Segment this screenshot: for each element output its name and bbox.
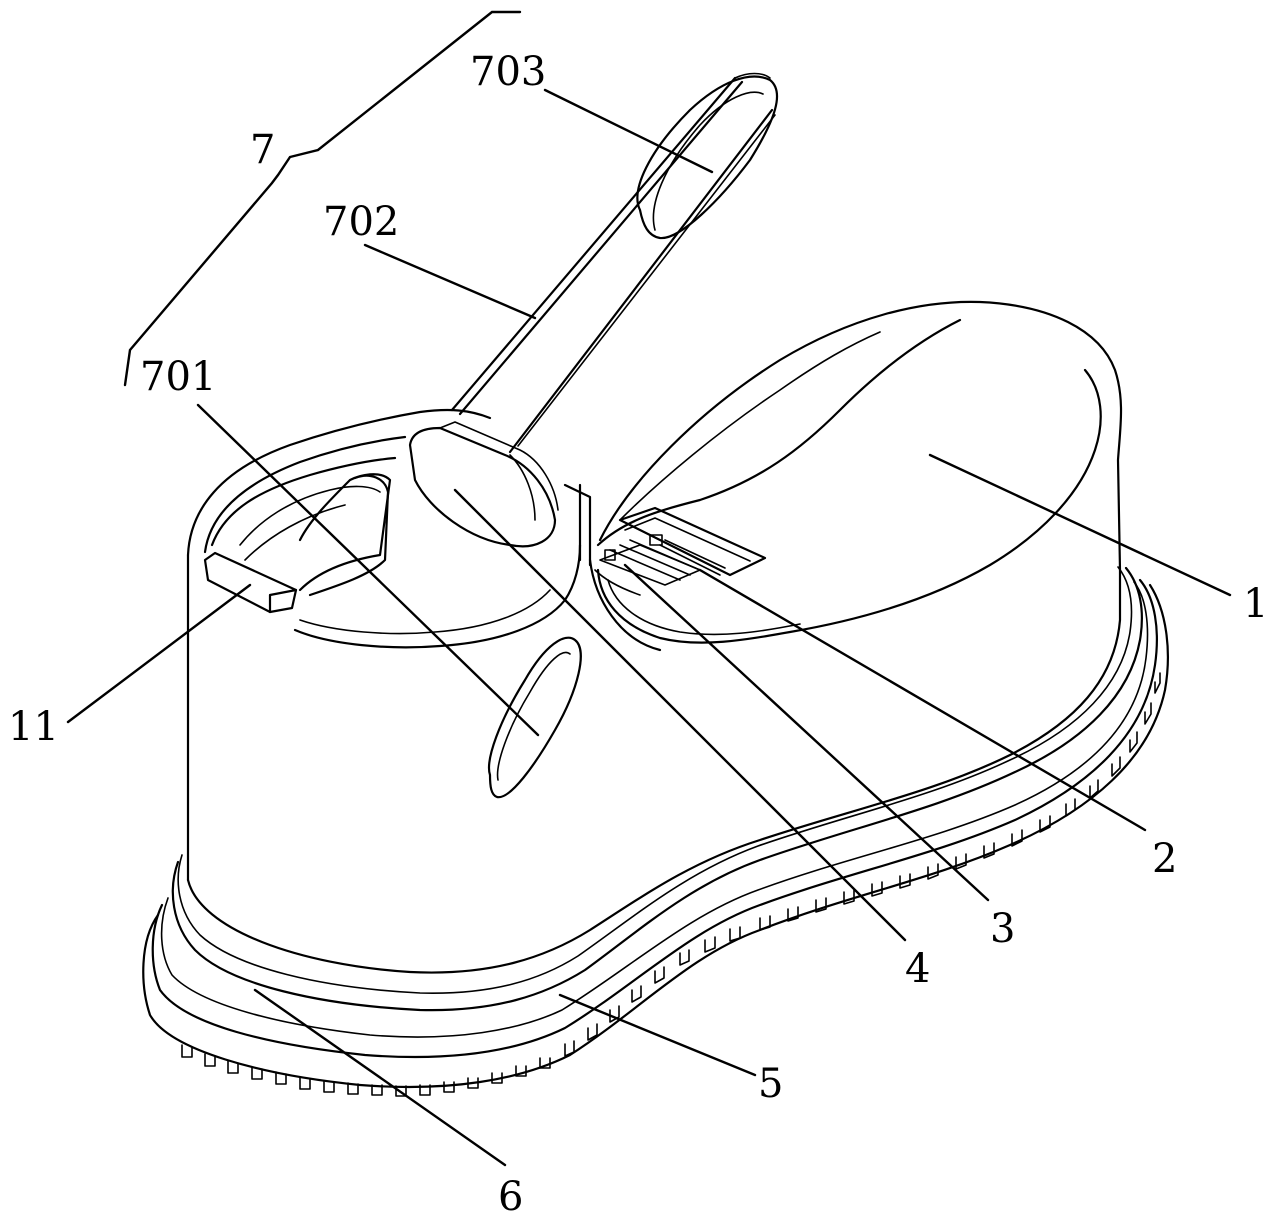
- label-7: 7: [250, 127, 275, 173]
- leader-lines: [68, 90, 1230, 1165]
- label-2: 2: [1152, 836, 1177, 882]
- latch-mechanism: [595, 508, 765, 595]
- heel-cup: [188, 410, 1120, 973]
- label-701: 701: [140, 354, 216, 400]
- label-5: 5: [758, 1061, 783, 1107]
- label-3: 3: [990, 906, 1015, 952]
- label-703: 703: [470, 49, 546, 95]
- latch-button: [205, 553, 296, 612]
- leader-703: [545, 90, 712, 172]
- label-6: 6: [498, 1174, 523, 1220]
- tongue-pad: [410, 422, 558, 546]
- side-slot: [489, 638, 581, 797]
- leader-4: [455, 490, 905, 940]
- label-1: 1: [1243, 581, 1268, 627]
- label-11: 11: [8, 704, 59, 750]
- label-4: 4: [905, 946, 930, 992]
- toe-cap: [598, 302, 1121, 643]
- label-702: 702: [323, 199, 399, 245]
- leader-5: [560, 995, 755, 1075]
- leader-3: [625, 565, 988, 900]
- reference-labels: 1 2 3 4 5 6 7 11 701 702 703: [8, 49, 1268, 1220]
- leader-11: [68, 585, 250, 722]
- leader-702: [365, 245, 535, 318]
- leader-701: [198, 405, 538, 735]
